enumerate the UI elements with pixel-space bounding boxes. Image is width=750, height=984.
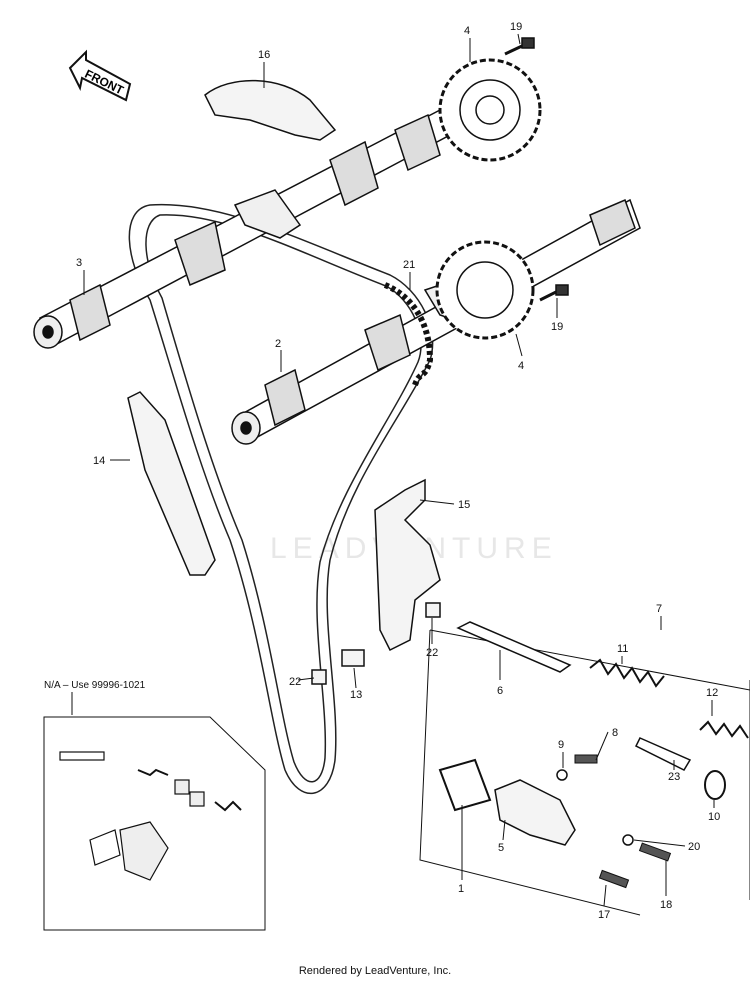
callout-19-lower: 19 — [551, 321, 563, 333]
chain-link-part-21 — [383, 282, 434, 387]
na-inset: N/A – Use 99996-1021 — [43, 680, 266, 931]
spring-part-12 — [699, 720, 749, 739]
bolt-part-19-upper — [504, 37, 535, 56]
footer-credit: Rendered by LeadVenture, Inc. — [298, 965, 452, 977]
callout-6: 6 — [497, 685, 503, 697]
callout-9: 9 — [558, 739, 564, 751]
callout-18: 18 — [660, 899, 672, 911]
na-note: N/A – Use 99996-1021 — [44, 680, 146, 691]
tensioner-assembly-part-7 — [419, 629, 750, 916]
callout-16: 16 — [258, 49, 270, 61]
sprocket-part-4-lower — [435, 240, 535, 340]
bolt-part-17 — [598, 869, 630, 889]
callout-8: 8 — [612, 727, 618, 739]
callout-10: 10 — [708, 811, 720, 823]
bolt-part-19-lower — [539, 284, 569, 302]
spring-part-11 — [589, 658, 665, 688]
cam-chain — [128, 203, 434, 795]
tensioner-body-part-5 — [494, 779, 576, 846]
callout-22-right: 22 — [426, 647, 438, 659]
callout-12: 12 — [706, 687, 718, 699]
bolt-part-18 — [638, 842, 672, 862]
washer-part-9 — [556, 769, 568, 781]
front-arrow-icon: FRONT — [68, 49, 132, 102]
callout-4-lower: 4 — [518, 360, 524, 372]
leader-lines — [83, 33, 715, 907]
tensioner-nut-part-13 — [341, 649, 365, 667]
callout-15: 15 — [458, 499, 470, 511]
sprocket-part-4-upper — [438, 58, 542, 162]
chain-guide-part-15 — [374, 478, 441, 652]
callout-21: 21 — [403, 259, 415, 271]
camshaft-part-3 — [33, 108, 451, 349]
damper-part-22-right — [425, 602, 441, 618]
callout-4-upper: 4 — [464, 25, 470, 37]
callout-19-upper: 19 — [510, 21, 522, 33]
washer-part-20 — [622, 834, 634, 846]
callout-5: 5 — [498, 842, 504, 854]
pin-part-23 — [634, 737, 692, 771]
callout-13: 13 — [350, 689, 362, 701]
callout-22-left: 22 — [289, 676, 301, 688]
callouts: 1 2 3 4 4 5 6 7 8 9 10 11 12 13 14 15 16… — [76, 21, 720, 921]
callout-23: 23 — [668, 771, 680, 783]
callout-11: 11 — [617, 643, 628, 655]
push-rod-part-6 — [456, 621, 572, 673]
callout-1: 1 — [458, 883, 464, 895]
o-ring-part-10 — [704, 770, 726, 800]
callout-3: 3 — [76, 257, 82, 269]
chain-guide-part-14 — [127, 391, 216, 576]
callout-14: 14 — [93, 455, 105, 467]
callout-7: 7 — [656, 603, 662, 615]
callout-20: 20 — [688, 841, 700, 853]
callout-17: 17 — [598, 909, 610, 921]
gasket-part-1 — [438, 758, 492, 812]
bolt-part-8 — [574, 754, 598, 764]
cam-cap-part-16 — [204, 79, 337, 141]
callout-2: 2 — [275, 338, 281, 350]
damper-part-22-left — [311, 669, 327, 685]
